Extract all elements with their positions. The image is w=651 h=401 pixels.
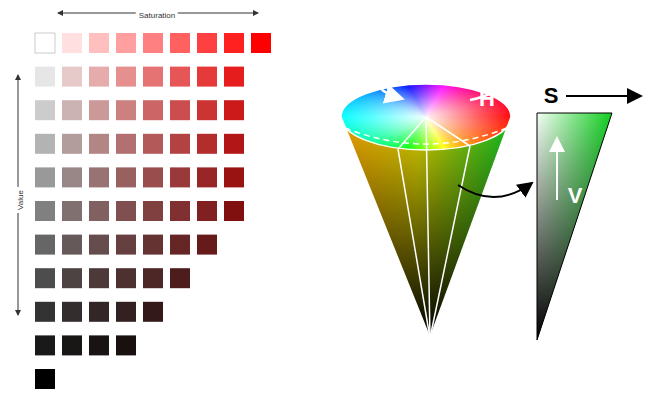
color-swatch	[197, 100, 217, 120]
color-swatch	[251, 33, 271, 53]
color-swatch	[170, 67, 190, 87]
color-swatch	[197, 167, 217, 187]
color-swatch	[35, 67, 55, 87]
label-holder: Saturation	[136, 4, 178, 22]
color-swatch	[143, 33, 163, 53]
color-swatch	[197, 33, 217, 53]
color-swatch	[35, 335, 55, 355]
color-swatch	[62, 100, 82, 120]
color-swatch	[35, 100, 55, 120]
color-swatch	[197, 201, 217, 221]
color-swatch	[170, 33, 190, 53]
color-swatch	[89, 100, 109, 120]
color-swatch	[224, 67, 244, 87]
label-holder: S	[544, 84, 559, 108]
color-swatch	[35, 134, 55, 154]
color-swatch	[116, 268, 136, 288]
color-swatch	[116, 167, 136, 187]
color-swatch	[170, 100, 190, 120]
color-swatch	[170, 235, 190, 255]
color-swatch	[89, 33, 109, 53]
color-swatch	[62, 201, 82, 221]
color-swatch	[170, 167, 190, 187]
color-swatch	[62, 67, 82, 87]
color-swatch	[116, 33, 136, 53]
axis-label: Saturation	[136, 12, 178, 21]
color-swatch	[62, 235, 82, 255]
color-swatch	[170, 134, 190, 154]
color-swatch	[89, 201, 109, 221]
color-swatch	[89, 134, 109, 154]
color-swatch	[224, 167, 244, 187]
color-swatch	[170, 201, 190, 221]
color-swatch	[143, 235, 163, 255]
color-swatch	[89, 67, 109, 87]
label-holder: V	[568, 184, 583, 208]
color-swatch	[89, 268, 109, 288]
color-swatch	[35, 235, 55, 255]
color-swatch	[62, 33, 82, 53]
color-swatch	[35, 268, 55, 288]
color-swatch	[143, 167, 163, 187]
color-swatch	[170, 268, 190, 288]
color-swatch	[35, 201, 55, 221]
color-swatch	[143, 67, 163, 87]
color-swatch	[62, 268, 82, 288]
color-swatch	[197, 235, 217, 255]
color-swatch	[143, 302, 163, 322]
color-swatch	[116, 235, 136, 255]
color-swatch	[143, 201, 163, 221]
color-swatch	[62, 167, 82, 187]
color-swatch	[197, 67, 217, 87]
color-swatch	[224, 100, 244, 120]
color-swatch	[143, 134, 163, 154]
color-swatch	[89, 235, 109, 255]
color-swatch	[224, 134, 244, 154]
color-swatch	[35, 33, 55, 53]
color-swatch	[116, 302, 136, 322]
color-swatch	[62, 335, 82, 355]
color-swatch	[35, 302, 55, 322]
color-swatch	[143, 100, 163, 120]
color-swatch	[35, 369, 55, 389]
color-swatch	[116, 100, 136, 120]
hue-label: H	[479, 87, 495, 111]
color-swatch	[116, 134, 136, 154]
color-swatch	[197, 134, 217, 154]
color-swatch	[143, 268, 163, 288]
color-swatch	[62, 302, 82, 322]
color-swatch	[89, 302, 109, 322]
color-swatch	[116, 335, 136, 355]
color-swatch	[62, 134, 82, 154]
value-label: V	[568, 184, 583, 208]
color-swatch	[89, 167, 109, 187]
saturation-label: S	[544, 84, 559, 108]
label-holder: Value	[9, 187, 27, 213]
color-swatch	[224, 201, 244, 221]
label-holder: H	[479, 87, 495, 111]
color-swatch	[224, 33, 244, 53]
color-swatch	[116, 67, 136, 87]
color-swatch	[89, 335, 109, 355]
axis-label: Value	[17, 187, 26, 213]
color-swatch	[35, 167, 55, 187]
color-swatch	[116, 201, 136, 221]
